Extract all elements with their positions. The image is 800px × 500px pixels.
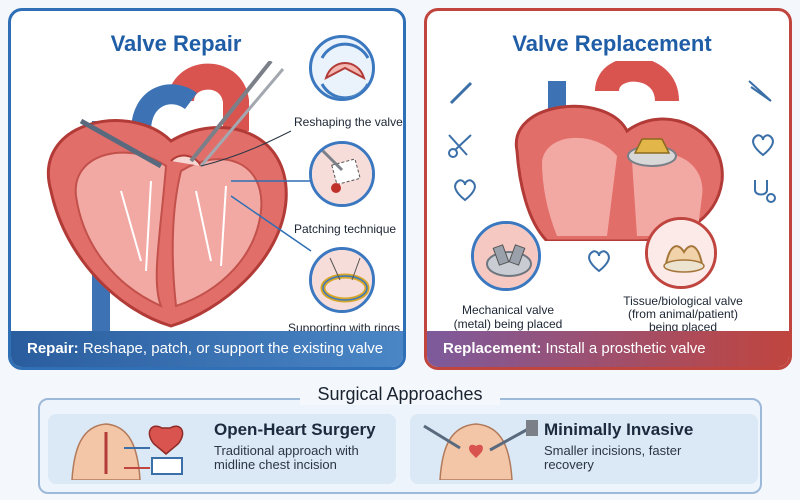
replacement-summary-banner: Replacement: Install a prosthetic valve: [427, 331, 789, 367]
tissue-caption-line-1: Tissue/biological valve: [623, 294, 743, 308]
surgical-approaches-title: Surgical Approaches: [300, 384, 500, 405]
heart-outline-icon: [752, 134, 774, 157]
replacement-title: Valve Replacement: [512, 31, 712, 56]
repair-summary-banner: Repair: Reshape, patch, or support the e…: [11, 331, 403, 367]
mechanical-valve-caption: Mechanical valve (metal) being placed: [433, 303, 583, 331]
replacement-banner-label: Replacement:: [443, 340, 542, 357]
forceps-icon: [748, 80, 772, 102]
minimal-desc-line-1: Smaller incisions, faster: [544, 443, 682, 458]
scissors-icon: [448, 134, 472, 158]
open-heart-surgery-card: Open-Heart Surgery Traditional approach …: [48, 414, 396, 484]
tissue-valve-caption: Tissue/biological valve (from animal/pat…: [603, 295, 763, 334]
heart-outline-icon: [454, 179, 476, 202]
tissue-caption-line-2: (from animal/patient): [627, 307, 739, 321]
tissue-caption-line-3: being placed: [648, 320, 718, 334]
heart-outline-icon: [588, 250, 610, 273]
reshaping-valve-image: [309, 35, 375, 101]
replacement-banner-text: Install a prosthetic valve: [541, 340, 706, 357]
mechanical-valve-image: [471, 221, 541, 291]
repair-step-label-2: Patching technique: [294, 222, 397, 236]
open-heart-title: Open-Heart Surgery: [214, 420, 376, 439]
tissue-valve-image: [645, 217, 717, 289]
patching-technique-image: [309, 141, 375, 207]
open-heart-desc-line-2: midline chest incision: [214, 457, 337, 472]
valve-repair-panel: Valve Repair Reshaping the valve Patchin…: [8, 8, 406, 370]
repair-title: Valve Repair: [110, 31, 242, 56]
stethoscope-icon: [754, 180, 776, 203]
mechanical-caption-line-2: (metal) being placed: [453, 317, 563, 331]
scalpel-icon: [449, 81, 473, 105]
minimal-desc-line-2: recovery: [544, 457, 594, 472]
mechanical-caption-line-1: Mechanical valve: [461, 303, 555, 317]
annuloplasty-ring-image: [309, 247, 375, 313]
repair-banner-text: Reshape, patch, or support the existing …: [78, 340, 384, 357]
minimally-invasive-card: Minimally Invasive Smaller incisions, fa…: [410, 414, 758, 484]
open-heart-description: Traditional approach with midline chest …: [214, 444, 359, 472]
replacement-heart-illustration: [514, 61, 724, 241]
heart-cutaway-illustration: [47, 61, 312, 331]
valve-replacement-panel: Valve Replacement Mechanical valve (meta…: [424, 8, 792, 370]
repair-step-label-1: Reshaping the valve: [294, 115, 403, 129]
minimally-invasive-torso-image: [423, 420, 538, 480]
minimally-invasive-title: Minimally Invasive: [544, 420, 694, 439]
minimally-invasive-description: Smaller incisions, faster recovery: [544, 444, 681, 472]
open-chest-torso-image: [71, 423, 184, 480]
open-heart-desc-line-1: Traditional approach with: [214, 443, 359, 458]
repair-banner-label: Repair:: [27, 340, 79, 357]
